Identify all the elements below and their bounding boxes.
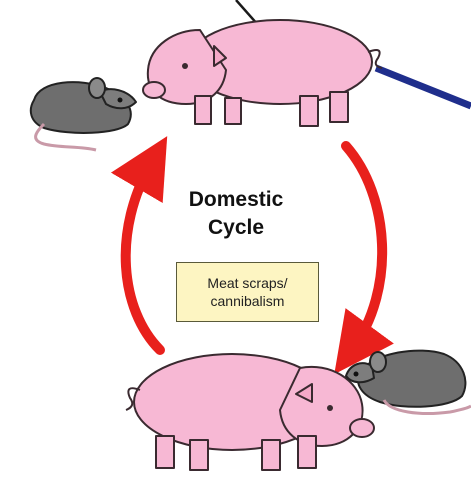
cycle-title: Domestic Cycle (150, 186, 322, 242)
cycle-title-line2: Cycle (150, 214, 322, 242)
pointer-line-icon (376, 68, 471, 106)
pig-icon (126, 354, 374, 470)
rat-icon (346, 351, 471, 414)
cycle-arrow-icon (346, 146, 382, 350)
note-box: Meat scraps/ cannibalism (176, 262, 319, 322)
cycle-title-line1: Domestic (150, 186, 322, 214)
pig-icon (143, 20, 382, 126)
rat-icon (31, 78, 136, 150)
